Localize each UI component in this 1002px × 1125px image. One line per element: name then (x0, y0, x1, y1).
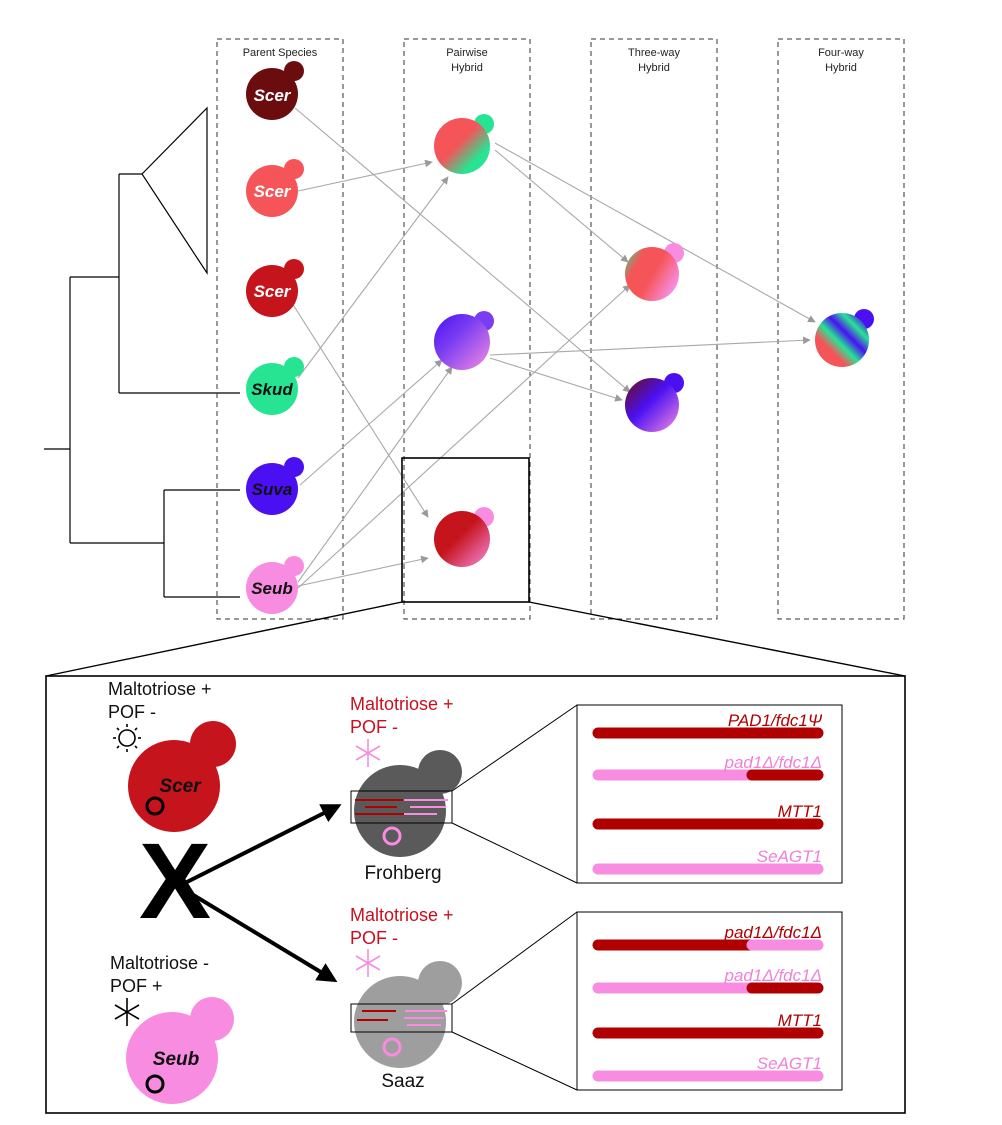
three-way-hybrid-1 (625, 243, 684, 301)
scer-parent-label: Scer (159, 776, 202, 797)
cell-label: Scer (254, 282, 292, 301)
saaz-label: Saaz (381, 1071, 424, 1092)
column-boxes (216, 38, 905, 620)
plasmid-icon (145, 1074, 165, 1094)
saaz-zoom-line-top (451, 911, 578, 1005)
parent-cell-scer-1: Scer (246, 61, 304, 120)
three-way-header-line2: Hybrid (638, 62, 670, 74)
saaz-gene-mtt1: MTT1 (778, 1011, 822, 1030)
cell-label: Scer (254, 86, 292, 105)
cell-body (246, 463, 298, 515)
cell-body (246, 562, 298, 614)
saaz-gene-pad1-deletion-1: pad1Δ/fdc1Δ (724, 923, 822, 942)
pairwise-header-line1: Pairwise (446, 47, 488, 59)
arrow-to-saaz (183, 888, 338, 983)
plasmid-icon (382, 1037, 402, 1057)
parent-species-column (216, 38, 344, 620)
cell-label: Seub (251, 579, 293, 598)
saaz-trait-pof: POF - (350, 928, 398, 948)
cell-label: Skud (251, 380, 293, 399)
four-way-header-line1: Four-way (818, 47, 864, 59)
snowflake-icon (114, 998, 140, 1026)
parent-cell-scer-3: Scer (246, 259, 304, 317)
frohberg-chromosome-lines (355, 799, 448, 815)
seub-trait-pof: POF + (110, 976, 163, 996)
parent-species-header: Parent Species (243, 47, 318, 59)
saaz-trait-maltotriose: Maltotriose + (350, 905, 454, 925)
pairwise-hybrid-column (403, 38, 531, 620)
frohberg-gene-pad1: PAD1/fdc1Ψ (728, 711, 823, 730)
sun-icon (113, 724, 141, 752)
snowflake-icon (355, 949, 381, 977)
cell-body (246, 165, 298, 217)
arrow-to-frohberg (184, 804, 342, 885)
parent-cell-suva: Suva (246, 457, 304, 515)
cross-symbol: X (139, 820, 211, 941)
four-way-hybrid (815, 309, 874, 367)
frohberg-gene-pad1-deletion: pad1Δ/fdc1Δ (724, 753, 822, 772)
four-way-hybrid-column (777, 38, 905, 620)
saaz-chromosome-box (350, 1003, 453, 1033)
frohberg-trait-maltotriose: Maltotriose + (350, 694, 454, 714)
seub-parent-label: Seub (153, 1049, 200, 1070)
four-way-header-line2: Hybrid (825, 62, 857, 74)
cell-body (246, 363, 298, 415)
saaz-chromosome-lines (357, 1010, 447, 1026)
three-way-header-line1: Three-way (628, 47, 680, 59)
saaz-gene-bars (592, 939, 824, 1082)
cell-label: Scer (254, 182, 292, 201)
hybridization-arrows (291, 107, 816, 589)
three-way-hybrid-2 (625, 373, 684, 432)
cell-label: Suva (252, 480, 293, 499)
cell-body (246, 68, 298, 120)
three-way-hybrid-column (590, 38, 718, 620)
plasmid-icon (382, 826, 402, 846)
seub-parent-cell: Seub (126, 997, 234, 1104)
scer-trait-pof: POF - (108, 702, 156, 722)
zoom-line-left (45, 601, 403, 677)
cell-body (246, 265, 298, 317)
pairwise-hybrid-scer-seub (434, 507, 494, 567)
seub-trait-maltotriose: Maltotriose - (110, 953, 209, 973)
frohberg-chromosome-box (350, 790, 453, 824)
pairwise-hybrid-suva-seub (434, 311, 494, 370)
saaz-gene-pad1-deletion-2: pad1Δ/fdc1Δ (724, 966, 822, 985)
zoom-box (401, 457, 530, 603)
snowflake-icon (355, 739, 381, 767)
frohberg-zoom-line-top (451, 704, 578, 792)
scer-trait-maltotriose: Maltotriose + (108, 679, 212, 699)
pairwise-hybrid-scer-skud (434, 114, 494, 174)
frohberg-cell (354, 750, 462, 857)
zoom-line-right (528, 601, 906, 677)
parent-cell-scer-2: Scer (246, 159, 304, 217)
plasmid-icon (145, 796, 165, 816)
frohberg-zoom-line-bottom (451, 822, 578, 884)
frohberg-label: Frohberg (364, 863, 441, 884)
saaz-cell (354, 961, 462, 1068)
parent-cell-skud: Skud (246, 357, 304, 415)
scer-parent-cell: Scer (128, 721, 236, 832)
saaz-zoom-line-bottom (451, 1031, 578, 1091)
parent-cell-seub: Seub (246, 556, 304, 614)
pairwise-header-line2: Hybrid (451, 62, 483, 74)
phylogenetic-tree (44, 106, 240, 598)
frohberg-trait-pof: POF - (350, 717, 398, 737)
frohberg-gene-seagt1: SeAGT1 (757, 847, 822, 866)
frohberg-gene-bars (592, 727, 824, 875)
saaz-gene-seagt1: SeAGT1 (757, 1054, 822, 1073)
frohberg-gene-mtt1: MTT1 (778, 802, 822, 821)
